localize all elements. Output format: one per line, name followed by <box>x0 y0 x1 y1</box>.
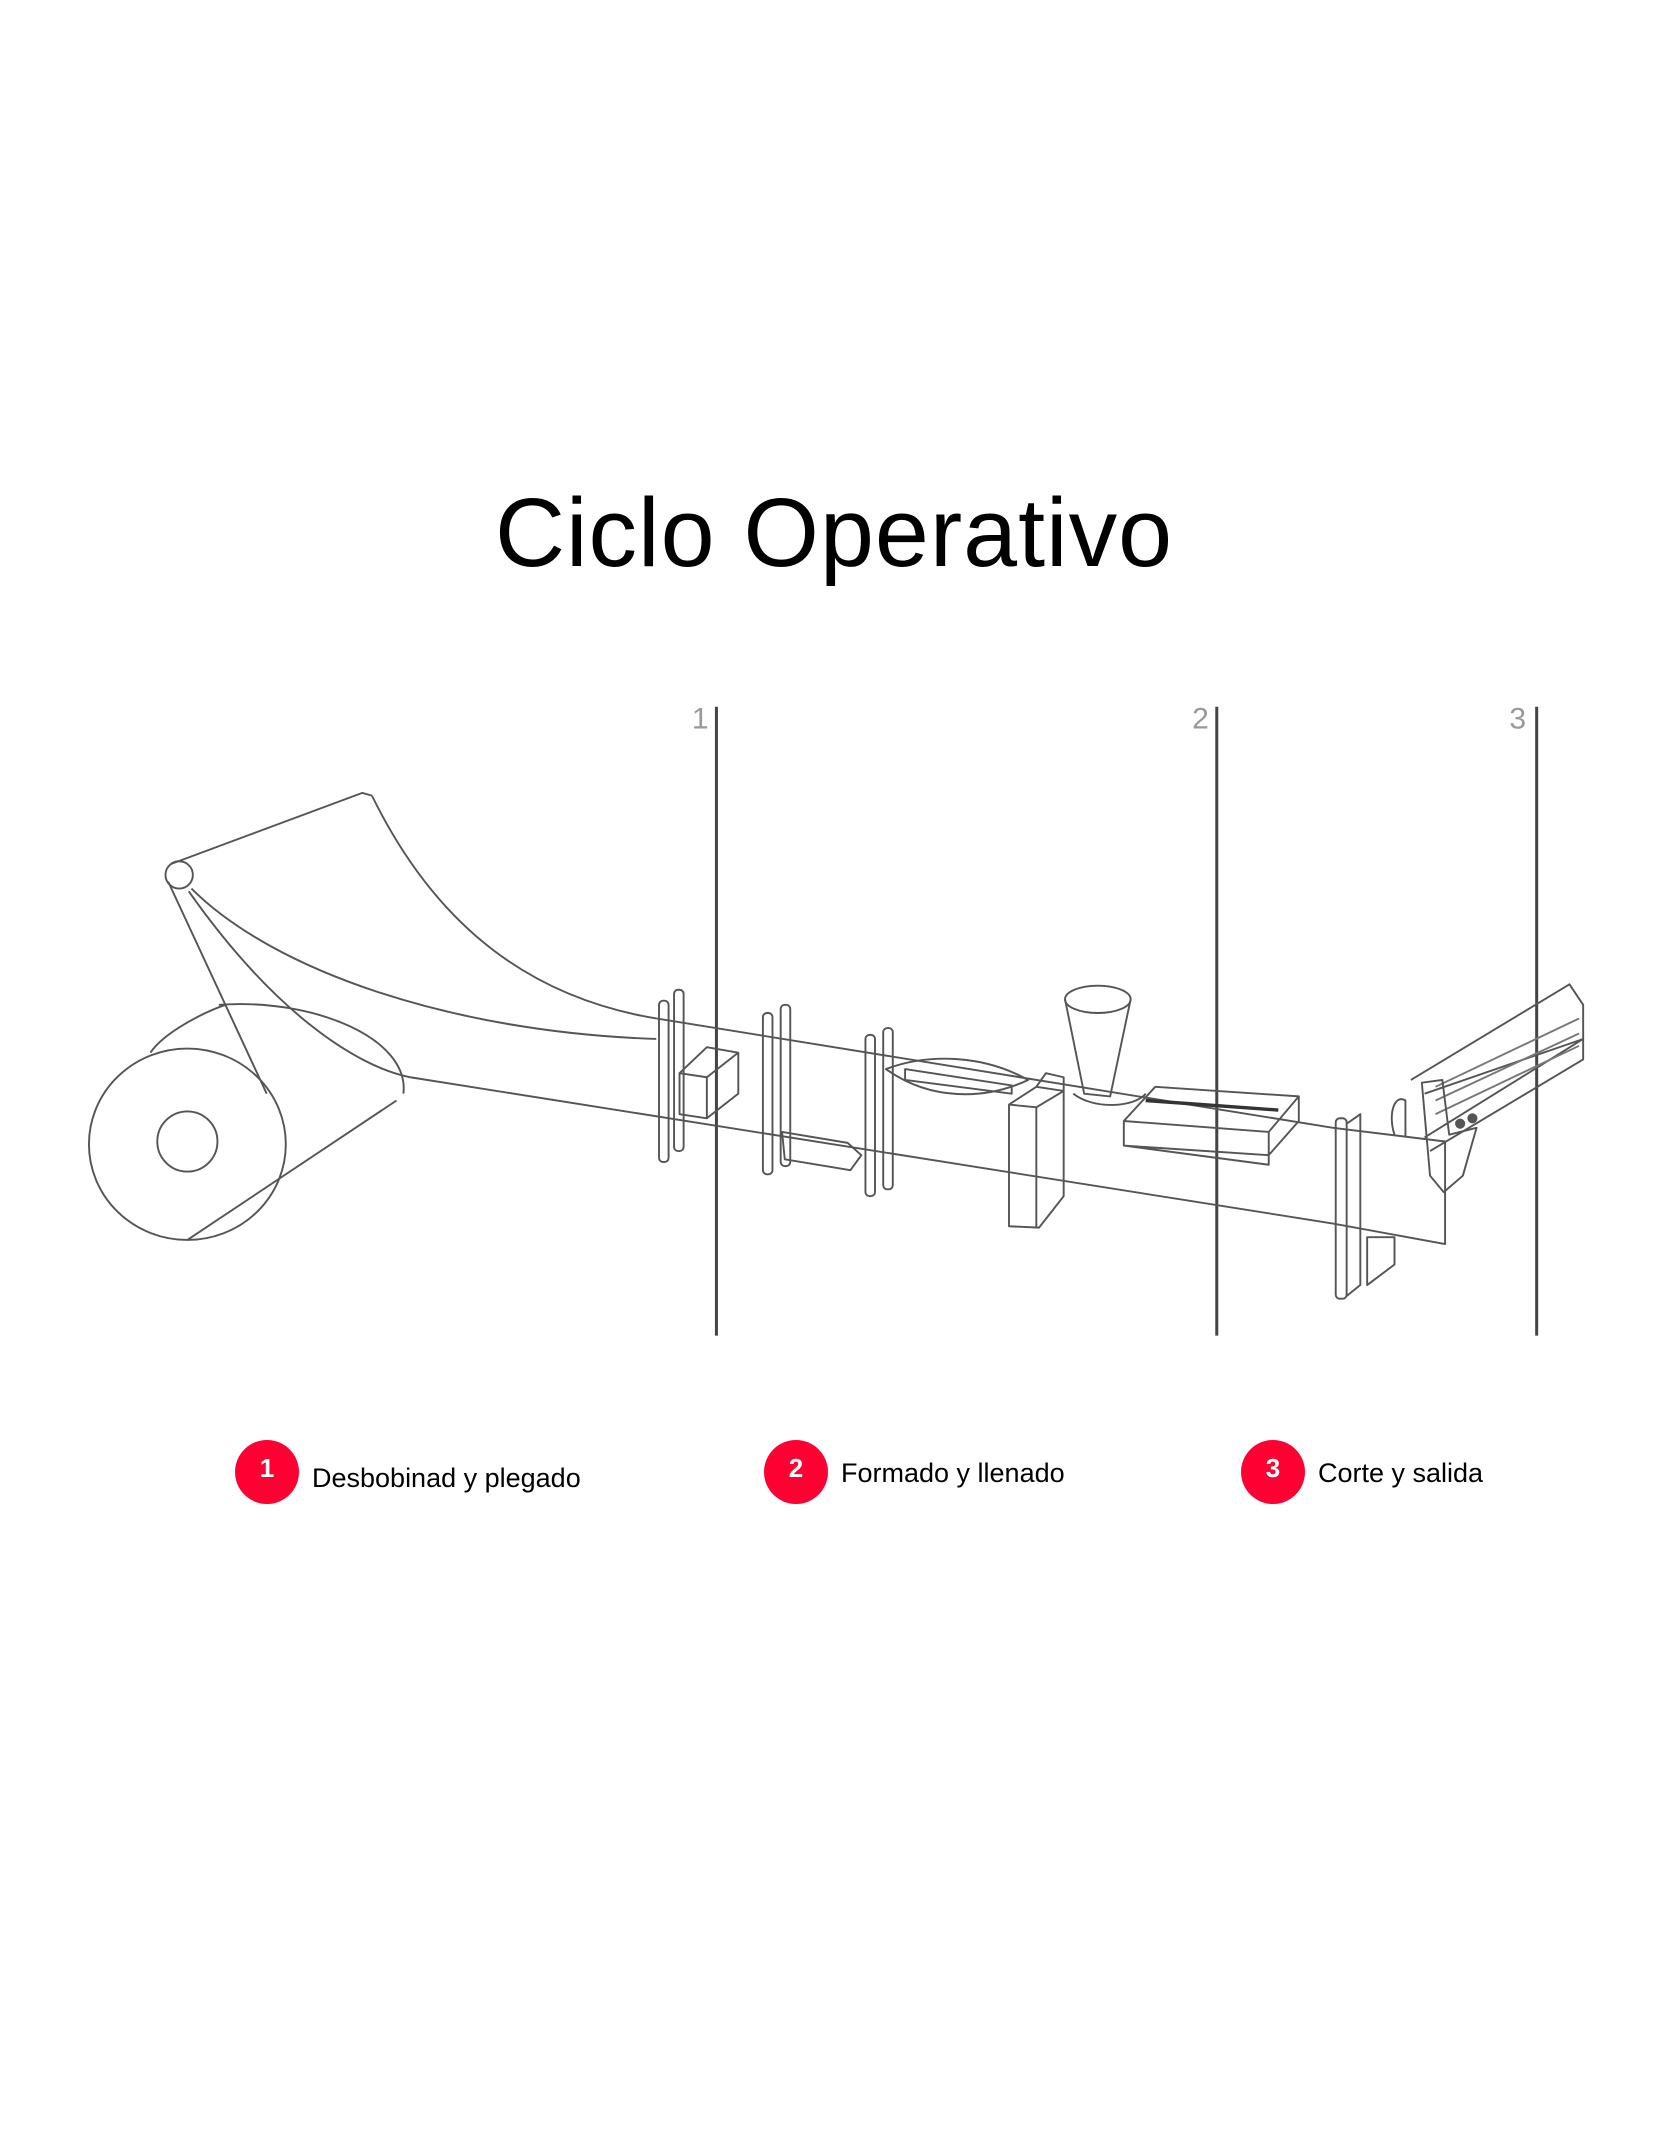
step-badge-3: 3 <box>1241 1440 1305 1504</box>
vertical-sealer <box>1008 1072 1065 1229</box>
legend-item-1: 1 Desbobinad y plegado <box>235 1440 581 1504</box>
filling-funnel <box>1064 984 1147 1106</box>
sealing-block <box>1122 1085 1300 1166</box>
output-conveyor <box>1410 983 1585 1194</box>
legend-label-3: Corte y salida <box>1318 1457 1484 1488</box>
page-title: Ciclo Operativo <box>494 478 1174 587</box>
section-marker-3: 3 <box>1509 703 1526 736</box>
cutter <box>1334 1098 1407 1300</box>
section-marker-1: 1 <box>692 703 709 736</box>
step-badge-2: 2 <box>764 1440 828 1504</box>
legend-label-1: Desbobinad y plegado <box>312 1462 581 1493</box>
forming-plates <box>658 988 1030 1198</box>
film-web <box>167 791 1447 1245</box>
section-divider-lines <box>714 706 1539 1336</box>
legend-item-2: 2 Formado y llenado <box>764 1440 1065 1504</box>
step-badge-1: 1 <box>235 1440 299 1504</box>
section-marker-2: 2 <box>1192 703 1209 736</box>
legend-label-2: Formado y llenado <box>841 1457 1065 1488</box>
legend-item-3: 3 Corte y salida <box>1241 1440 1483 1504</box>
